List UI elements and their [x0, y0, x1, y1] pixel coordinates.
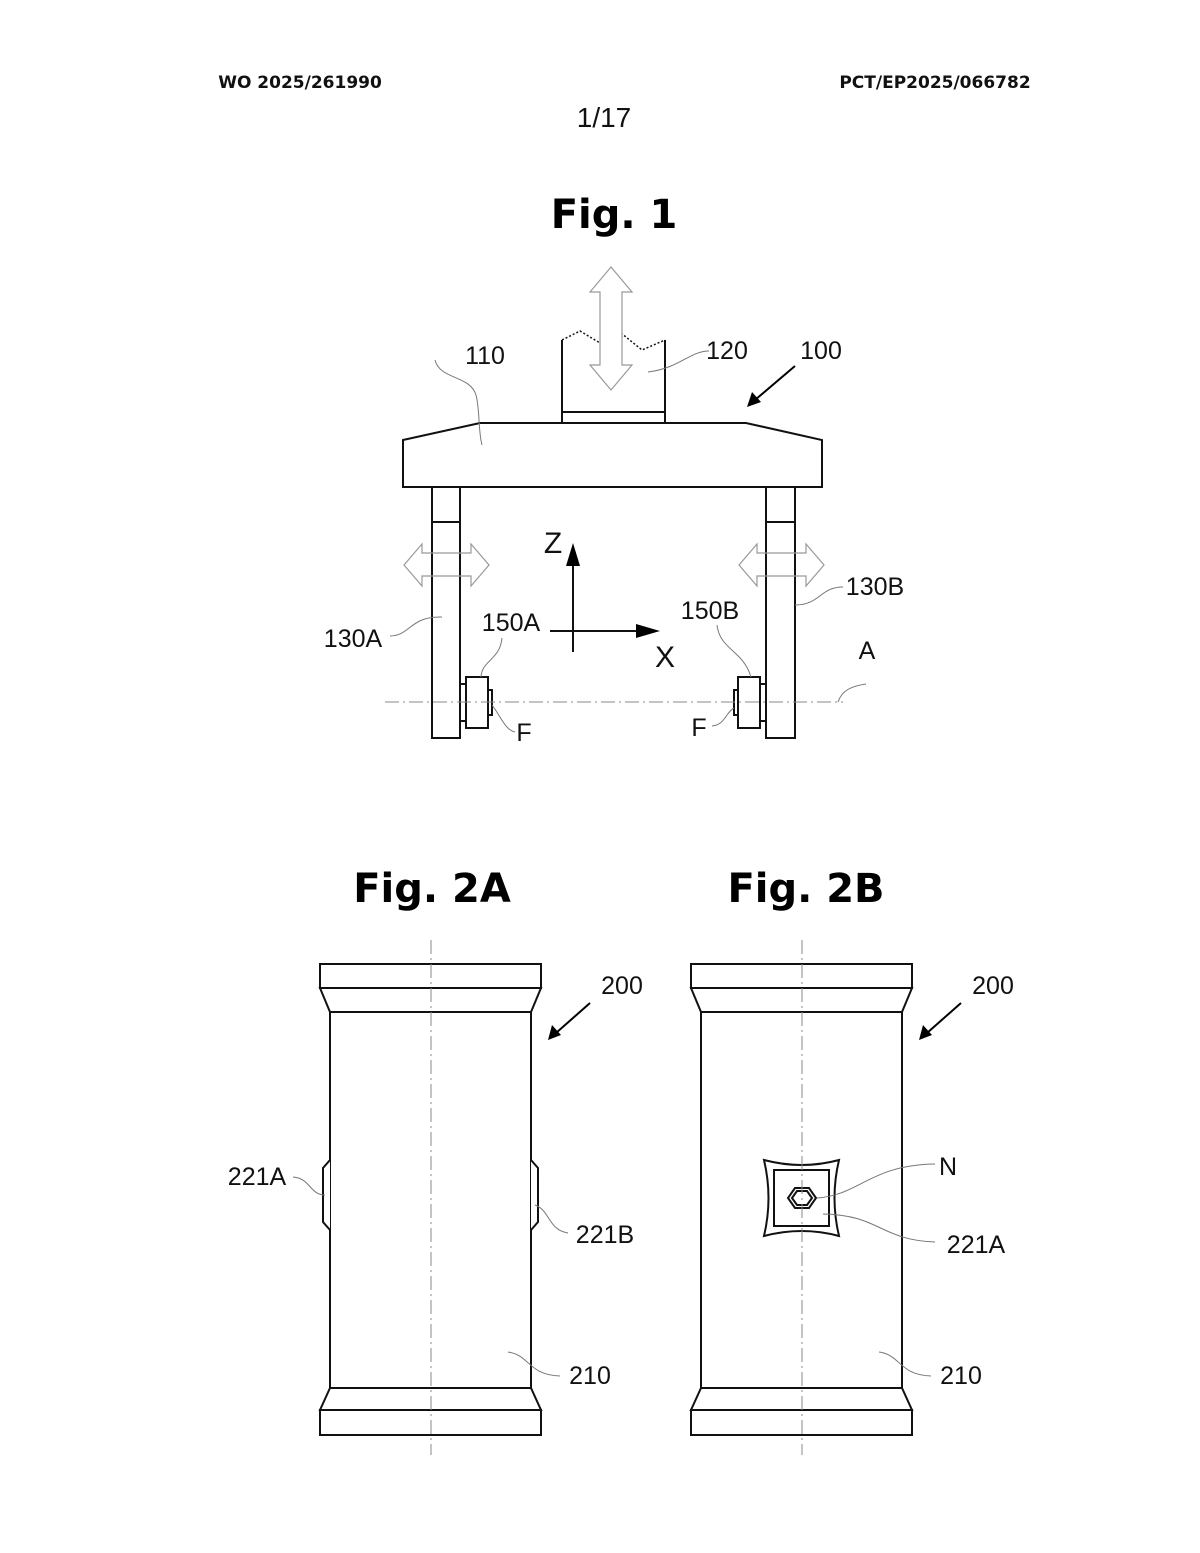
reference-arrow-100: [754, 365, 796, 401]
figure-2b-title: Fig. 2B: [727, 866, 884, 912]
label-n: N: [939, 1153, 957, 1181]
label-221a: 221A: [228, 1163, 287, 1191]
x-axis-arrowhead-icon: [636, 624, 660, 638]
nut-hex-inner-icon: [790, 1190, 814, 1206]
leader-221b: [534, 1204, 569, 1234]
leader-221a: [822, 1213, 936, 1243]
sheet-number: 1/17: [577, 102, 632, 133]
x-axis-label: X: [655, 641, 675, 674]
label-130b: 130B: [846, 573, 904, 601]
leader-130b: [794, 586, 844, 606]
leader-110: [434, 359, 483, 446]
mount-sides: [561, 340, 666, 423]
leader-f-right: [711, 707, 735, 727]
leader-n: [816, 1163, 936, 1199]
z-axis-arrowhead-icon: [566, 543, 580, 566]
tab-221b: [530, 1159, 539, 1231]
beam: [402, 422, 823, 488]
label-f-left: F: [516, 719, 531, 747]
figure-2a: Fig. 2A 221A 221B 200 210: [228, 866, 643, 1455]
arm-left: [431, 486, 461, 739]
leader-a: [837, 683, 867, 703]
label-120: 120: [706, 337, 748, 365]
mount-break-line: [561, 330, 666, 351]
label-210: 210: [569, 1362, 611, 1390]
label-f-right: F: [691, 714, 706, 742]
label-221b: 221B: [576, 1221, 634, 1249]
label-210: 210: [940, 1362, 982, 1390]
label-200: 200: [601, 972, 643, 1000]
label-150b: 150B: [681, 597, 739, 625]
arm-right: [765, 486, 796, 739]
leader-210: [878, 1351, 932, 1377]
reference-arrowhead-200-icon: [548, 1025, 561, 1040]
reference-arrow-200: [926, 1002, 962, 1034]
leader-150b: [716, 624, 752, 678]
leader-130a: [389, 616, 443, 637]
figure-2b: Fig. 2B N 221A 200 210: [689, 866, 1014, 1455]
label-200: 200: [972, 972, 1014, 1000]
reference-arrowhead-200-icon: [919, 1025, 932, 1040]
label-100: 100: [800, 337, 842, 365]
vertical-motion-arrow-icon: [588, 266, 634, 391]
leader-120: [647, 350, 710, 373]
figure-1: Fig. 1 Z X: [324, 192, 904, 747]
figure-2a-title: Fig. 2A: [353, 866, 511, 912]
figure-1-title: Fig. 1: [551, 192, 678, 238]
label-150a: 150A: [482, 609, 541, 637]
label-a: A: [859, 637, 876, 665]
reference-arrow-200: [555, 1002, 591, 1034]
horizontal-motion-arrow-right-icon: [738, 542, 825, 588]
publication-number: WO 2025/261990: [218, 73, 382, 93]
leader-150a: [480, 637, 503, 678]
leader-221a: [292, 1176, 326, 1196]
label-110: 110: [465, 342, 505, 370]
label-130a: 130A: [324, 625, 383, 653]
leader-210: [507, 1351, 561, 1377]
horizontal-motion-arrow-left-icon: [403, 542, 490, 588]
z-axis-label: Z: [544, 527, 562, 560]
mount-band: [561, 411, 666, 424]
leader-f-left: [491, 704, 516, 733]
application-number: PCT/EP2025/066782: [839, 73, 1030, 93]
reference-arrowhead-100-icon: [747, 392, 761, 407]
label-221a: 221A: [947, 1231, 1006, 1259]
